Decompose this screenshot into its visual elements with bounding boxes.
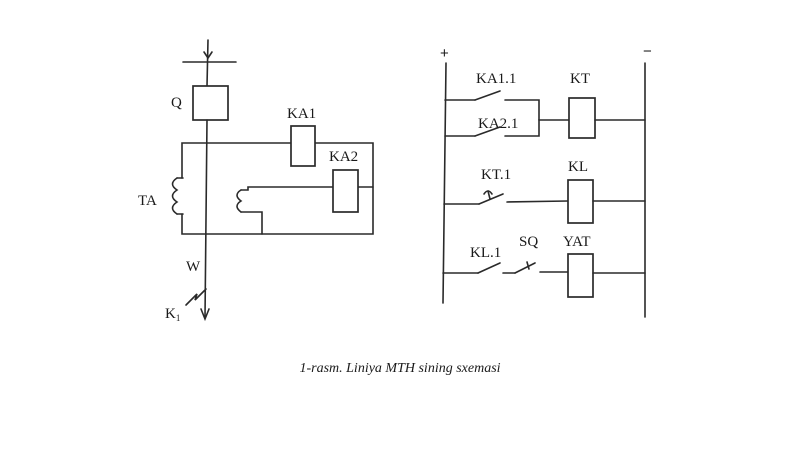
ta-coil-right <box>236 189 243 213</box>
left-scheme: Q KA1 KA2 TA W K1 <box>138 39 374 323</box>
label-yat: YAT <box>563 234 591 250</box>
relay-ka2 <box>332 169 359 213</box>
contact-kt-1 <box>478 193 504 205</box>
switch-sq <box>514 262 536 274</box>
label-q: Q <box>171 95 182 111</box>
ta-coil-left <box>171 177 179 215</box>
fault-symbol <box>185 288 207 306</box>
arrow-top <box>203 51 213 60</box>
label-kl-1: KL.1 <box>470 245 501 261</box>
label-minus: − <box>643 43 652 60</box>
contact-ka1-1 <box>474 90 501 101</box>
rail-plus <box>442 62 447 304</box>
coil-kt <box>568 97 596 139</box>
label-kt: KT <box>570 71 590 87</box>
breaker-q <box>192 85 229 121</box>
right-scheme: + − KA1.1 KT KA2.1 KT.1 <box>440 43 652 318</box>
label-w: W <box>186 259 201 275</box>
figure-caption: 1-rasm. Liniya MTH sining sxemasi <box>299 361 501 376</box>
label-ka2-1: KA2.1 <box>478 116 518 132</box>
label-kt-1: KT.1 <box>481 167 511 183</box>
coil-yat <box>567 253 594 298</box>
fault-index: 1 <box>176 313 181 323</box>
arrow-bottom <box>200 308 210 322</box>
label-plus: + <box>440 45 449 62</box>
label-ka1: KA1 <box>287 106 316 122</box>
main-line-lower <box>204 119 208 319</box>
label-fault: K1 <box>165 306 180 323</box>
coil-kl <box>567 179 594 224</box>
contact-ka2-1 <box>474 126 501 137</box>
fault-letter: K <box>165 306 176 322</box>
relay-ka1 <box>290 125 316 167</box>
label-ta: TA <box>138 193 157 209</box>
label-ka1-1: KA1.1 <box>476 71 516 87</box>
label-kl: KL <box>568 159 588 175</box>
label-ka2: KA2 <box>329 149 358 165</box>
secondary-loop-outer <box>181 142 292 179</box>
label-sq: SQ <box>519 234 538 250</box>
contact-kl-1 <box>477 262 501 274</box>
main-line <box>206 39 209 87</box>
